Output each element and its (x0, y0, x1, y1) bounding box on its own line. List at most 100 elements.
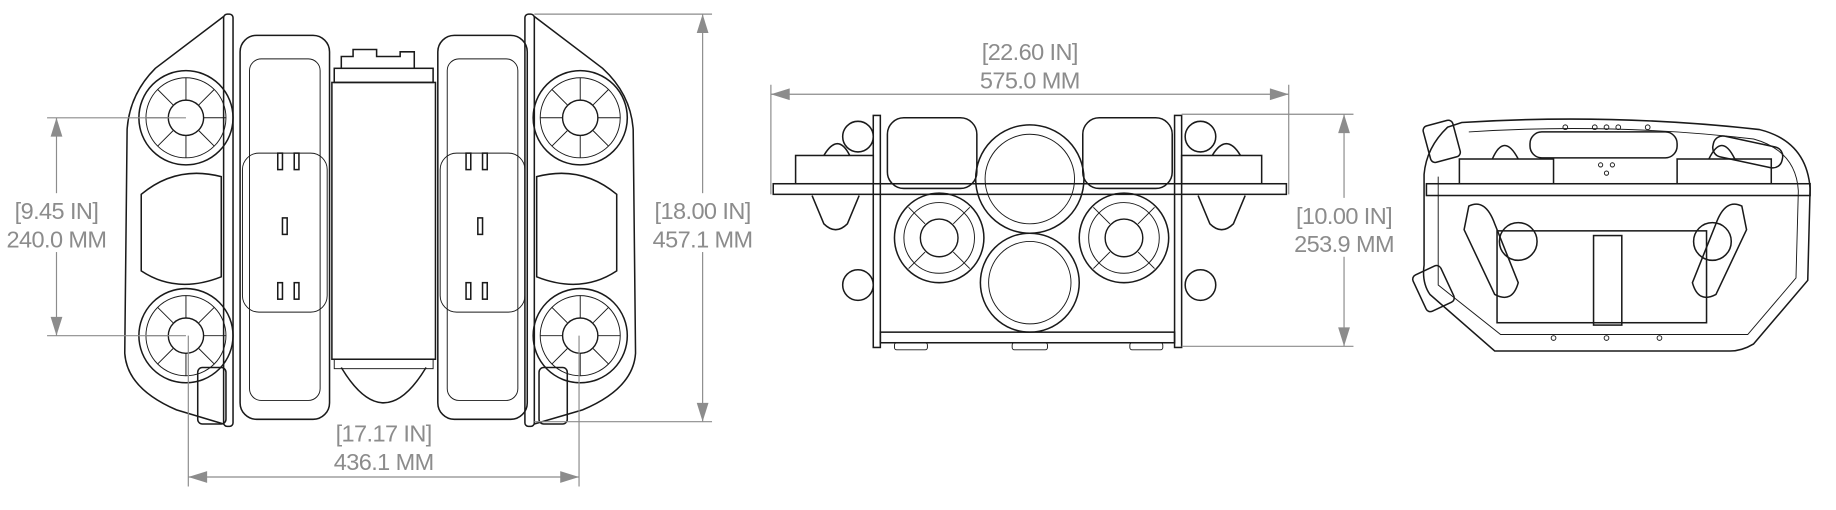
float-clip (465, 152, 472, 171)
thruster-duct-inner (903, 202, 975, 274)
front-view (772, 114, 1288, 351)
dome-flange (333, 358, 434, 370)
front-thruster-left (893, 192, 985, 284)
side-thruster-hub (1498, 221, 1538, 262)
label-backdrop (2, 193, 113, 253)
main-dome-inner (984, 133, 1076, 225)
left-float (239, 34, 331, 421)
housing-nose-cones (823, 142, 1242, 156)
lower-enclosure (979, 232, 1081, 333)
thruster-top-right (532, 69, 629, 166)
mount-hole (1603, 124, 1610, 131)
skid-foot (893, 342, 928, 351)
arrowhead (770, 88, 790, 101)
mount-hole (1550, 335, 1557, 341)
thruster-struts (1093, 206, 1155, 269)
side-mount-holes (1550, 124, 1663, 341)
thruster-duct-inner (1088, 202, 1160, 274)
arrowhead (50, 316, 63, 336)
right-tether-connector (538, 366, 569, 425)
side-frame-bar (1425, 182, 1811, 197)
float-clips (276, 152, 489, 300)
mount-hole (1644, 124, 1651, 131)
main-dome (974, 124, 1085, 234)
mount-hole (1656, 335, 1663, 341)
arrowhead (1338, 114, 1350, 134)
camera-dome (340, 367, 427, 404)
float-clip (477, 217, 484, 236)
dimension-width: [17.17 IN] 436.1 MM (187, 335, 580, 487)
arrowhead (50, 117, 63, 137)
mount-hole (1603, 170, 1610, 176)
float-clip (281, 217, 288, 236)
light-top-right (1184, 120, 1217, 153)
arrowhead (1269, 88, 1289, 101)
side-upper-tether-connector (1422, 119, 1462, 164)
left-vertical-thruster-guard (811, 195, 860, 231)
right-float (437, 34, 529, 421)
front-thruster-right (1078, 192, 1170, 284)
front-width-inches-label: [22.60 IN] (982, 39, 1078, 65)
right-plate (1173, 114, 1183, 349)
thruster-struts (908, 206, 971, 269)
mount-hole (1615, 124, 1622, 131)
mount-hole (1603, 335, 1610, 341)
top-view-hull-outline (123, 15, 637, 425)
left-ballast-window (140, 172, 223, 286)
side-inner-frame (1496, 230, 1708, 324)
thruster-duct (893, 192, 985, 284)
side-frame-outline (1422, 118, 1811, 352)
thruster-duct (532, 69, 629, 166)
light-bottom-right (1184, 268, 1217, 302)
front-height-mm-label: 253.9 MM (1294, 231, 1394, 257)
side-rear-handle (1711, 135, 1784, 169)
float-clip (276, 281, 284, 300)
left-side-plate (222, 13, 234, 428)
side-thruster-hub (1692, 221, 1733, 262)
float-clip (293, 281, 300, 300)
thruster-spacing-inches-label: [9.45 IN] (15, 198, 99, 224)
mount-hole (1609, 162, 1615, 168)
penetrator-block (340, 48, 416, 69)
left-float-inner-outline (249, 58, 321, 401)
thruster-duct (1078, 192, 1170, 284)
horizontal-frame-bar (772, 182, 1288, 196)
mount-hole (1562, 124, 1569, 131)
light-top-left (841, 120, 875, 153)
label-backdrop (644, 193, 761, 253)
skid-foot (1011, 342, 1048, 351)
side-housing-nose-cones (1491, 144, 1736, 160)
top-view (123, 13, 637, 428)
skid-foot (1129, 342, 1164, 351)
thruster-hub (919, 218, 959, 258)
width-inches-label: [17.17 IN] (336, 421, 432, 447)
thruster-struts (540, 77, 621, 158)
dimension-front-width: [22.60 IN] 575.0 MM (770, 39, 1290, 195)
float-clip (465, 281, 472, 300)
left-float-panel (241, 152, 328, 313)
float-clip (293, 152, 300, 171)
thruster-hub (561, 99, 599, 137)
right-ballast-window (535, 172, 618, 286)
float-clip (481, 152, 489, 171)
left-plate (872, 114, 882, 349)
electronics-tube (331, 81, 437, 361)
right-side-housing (1180, 154, 1263, 185)
float-clip (276, 152, 284, 171)
arrowhead (1338, 327, 1350, 347)
side-lower-tether-connector (1411, 264, 1456, 313)
arrowhead (188, 471, 208, 483)
lower-enclosure-inner (988, 240, 1072, 325)
length-mm-label: 457.1 MM (653, 226, 753, 252)
length-inches-label: [18.00 IN] (655, 198, 751, 224)
side-frame-inner-outline (1437, 128, 1799, 335)
tube-end-cap (333, 67, 434, 84)
left-side-housing (794, 154, 875, 185)
side-left-thruster (1463, 203, 1520, 299)
dimension-thruster-spacing: [9.45 IN] 240.0 MM (2, 117, 186, 337)
arrowhead (696, 402, 709, 422)
mount-hole (1598, 162, 1604, 168)
light-bottom-left (841, 268, 875, 302)
dimension-length: [18.00 IN] 457.1 MM (534, 13, 761, 423)
